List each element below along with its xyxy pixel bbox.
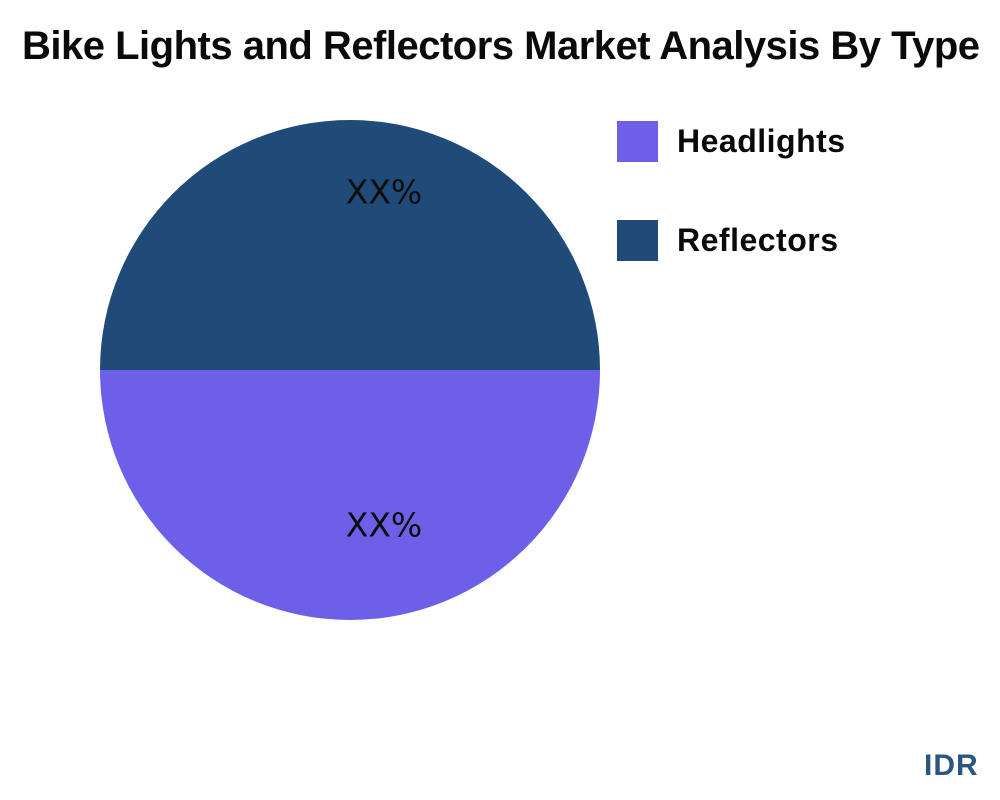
legend-label-headlights: Headlights bbox=[677, 122, 846, 159]
chart-title: Bike Lights and Reflectors Market Analys… bbox=[22, 24, 980, 68]
legend: Headlights Reflectors bbox=[617, 120, 846, 318]
legend-swatch-reflectors bbox=[617, 219, 658, 261]
legend-item-reflectors: Reflectors bbox=[617, 219, 846, 261]
pie-slice-label-headlights: XX% bbox=[345, 505, 423, 545]
pie-chart bbox=[100, 120, 600, 620]
legend-label-reflectors: Reflectors bbox=[677, 221, 839, 258]
pie-slice-label-reflectors: XX% bbox=[345, 172, 423, 212]
legend-swatch-headlights bbox=[617, 120, 658, 162]
legend-item-headlights: Headlights bbox=[617, 120, 846, 162]
watermark-idr: IDR bbox=[924, 749, 979, 782]
pie-slice-headlights bbox=[100, 370, 600, 620]
pie-slice-reflectors bbox=[100, 120, 600, 370]
